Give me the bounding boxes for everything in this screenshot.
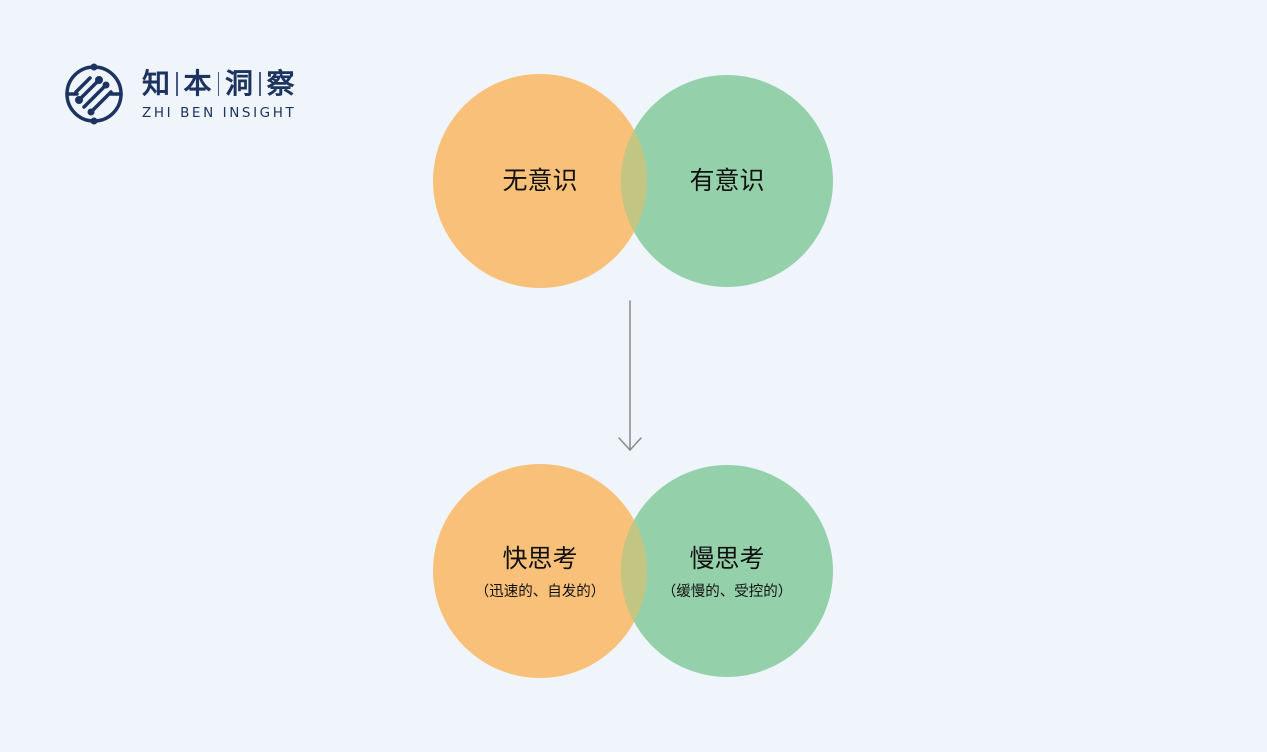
logo-char-1: 知 bbox=[142, 67, 171, 100]
logo-divider bbox=[259, 72, 261, 96]
logo-chinese-name: 知 本 洞 察 bbox=[142, 67, 296, 101]
unconscious-label-box: 无意识 bbox=[450, 166, 630, 196]
bottom-venn-group bbox=[433, 464, 833, 678]
fast-thinking-label-box: 快思考 （迅速的、自发的） bbox=[450, 544, 630, 602]
logo-english-name: ZHI BEN INSIGHT bbox=[142, 105, 297, 121]
slow-thinking-label: 慢思考 bbox=[689, 544, 765, 573]
conscious-circle bbox=[621, 75, 833, 287]
logo-char-3: 洞 bbox=[225, 67, 254, 100]
slow-thinking-circle bbox=[621, 465, 833, 677]
unconscious-circle bbox=[433, 74, 647, 288]
conscious-label: 有意识 bbox=[689, 166, 765, 195]
brand-logo: 知 本 洞 察 ZHI BEN INSIGHT bbox=[62, 62, 296, 126]
conscious-label-box: 有意识 bbox=[637, 166, 817, 196]
unconscious-label: 无意识 bbox=[502, 166, 578, 195]
down-arrow bbox=[618, 300, 642, 452]
logo-text: 知 本 洞 察 ZHI BEN INSIGHT bbox=[142, 67, 296, 121]
circuit-globe-icon bbox=[65, 63, 123, 125]
fast-thinking-circle bbox=[433, 464, 647, 678]
slow-thinking-label-box: 慢思考 （缓慢的、受控的） bbox=[637, 544, 817, 602]
fast-thinking-subtitle: （迅速的、自发的） bbox=[474, 584, 606, 600]
fast-thinking-label: 快思考 bbox=[502, 544, 578, 573]
logo-divider bbox=[176, 72, 178, 96]
logo-char-2: 本 bbox=[183, 67, 212, 100]
logo-char-4: 察 bbox=[266, 67, 295, 100]
top-venn-group bbox=[433, 74, 833, 288]
logo-divider bbox=[217, 72, 220, 96]
slow-thinking-subtitle: （缓慢的、受控的） bbox=[661, 584, 793, 600]
